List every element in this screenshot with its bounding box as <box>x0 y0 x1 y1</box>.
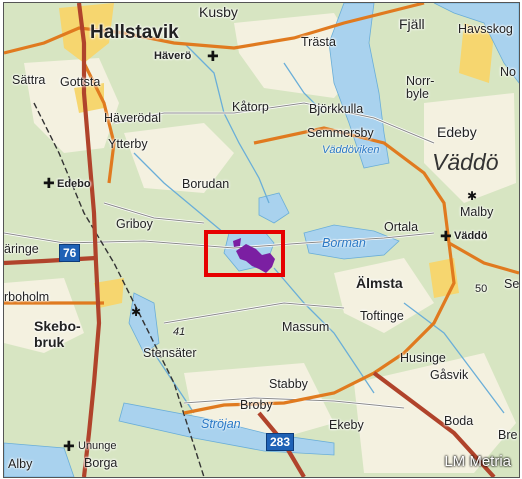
label-norrbyle: Norr- byle <box>406 74 435 101</box>
label-ytterby: Ytterby <box>108 137 148 151</box>
map-frame[interactable]: 76 283 Hallstavik Kusby Fjäll Havsskog T… <box>3 2 520 478</box>
label-alby: Alby <box>8 457 33 471</box>
label-se: Se <box>504 277 520 291</box>
label-semmersby: Semmersby <box>307 126 374 140</box>
railway-line <box>33 102 205 477</box>
label-toftinge: Toftinge <box>360 309 404 323</box>
label-griboy: Griboy <box>116 217 153 231</box>
church-icon-ununge: ✚ <box>63 438 75 454</box>
label-50: 50 <box>475 283 488 295</box>
label-kusby: Kusby <box>199 4 238 20</box>
label-aringe: äringe <box>4 242 39 256</box>
label-husinge: Husinge <box>400 351 446 365</box>
label-stabby: Stabby <box>269 377 308 391</box>
route-shield-76: 76 <box>59 244 81 262</box>
label-41: 41 <box>173 326 186 338</box>
label-skebobruk: Skebo- bruk <box>34 318 81 350</box>
label-bjorkkulla: Björkkulla <box>309 102 364 116</box>
map-canvas <box>4 3 519 477</box>
label-haverodal: Häverödal <box>104 111 161 125</box>
label-rboholm: rboholm <box>4 290 50 304</box>
label-no: No <box>500 65 516 79</box>
label-stensater: Stensäter <box>143 346 197 360</box>
label-vaddo-small: Väddö <box>454 230 488 242</box>
label-ekeby: Ekeby <box>329 418 364 432</box>
label-ununge: Ununge <box>78 440 117 452</box>
label-gasvik: Gåsvik <box>430 368 469 382</box>
label-borman: Borman <box>322 236 366 250</box>
area-of-interest <box>236 244 275 273</box>
label-katorp: Kåtorp <box>232 100 269 114</box>
area-of-interest-small <box>233 238 241 247</box>
label-bre: Bre <box>498 428 518 442</box>
label-boda: Boda <box>444 414 474 428</box>
label-malby: Malby <box>460 205 494 219</box>
church-icon-havero: ✚ <box>207 48 219 64</box>
church-icon-edebo: ✚ <box>43 175 55 191</box>
streams <box>133 42 505 414</box>
label-gottsta: Gottsta <box>60 75 101 89</box>
label-hallstavik: Hallstavik <box>90 22 179 43</box>
map-credit: LM Metria <box>444 453 511 470</box>
label-ortala: Ortala <box>384 220 419 234</box>
label-strojan: Ströjan <box>201 417 241 431</box>
label-edeby: Edeby <box>437 124 477 140</box>
minor-roads <box>4 102 435 409</box>
label-vaddo-island: Väddö <box>432 149 499 175</box>
label-borudan: Borudan <box>182 177 230 191</box>
star-icon-skebo: ✱ <box>131 305 142 319</box>
label-havero: Häverö <box>154 50 192 62</box>
label-havsskog: Havsskog <box>458 22 513 36</box>
label-borga: Borga <box>84 456 118 470</box>
label-trasta: Trästa <box>301 35 336 49</box>
label-vaddoviken: Väddöviken <box>322 144 380 156</box>
label-almsta: Älmsta <box>356 275 403 291</box>
star-icon-malby: ✱ <box>467 189 478 203</box>
label-broby: Broby <box>240 398 273 412</box>
label-edebo: Edebo <box>57 178 91 190</box>
route-shield-283: 283 <box>266 433 295 451</box>
label-fjall: Fjäll <box>399 16 425 32</box>
label-massum: Massum <box>282 320 330 334</box>
church-icon-vaddo: ✚ <box>440 228 452 244</box>
highlight-box <box>204 230 285 277</box>
label-sattra: Sättra <box>12 73 46 87</box>
